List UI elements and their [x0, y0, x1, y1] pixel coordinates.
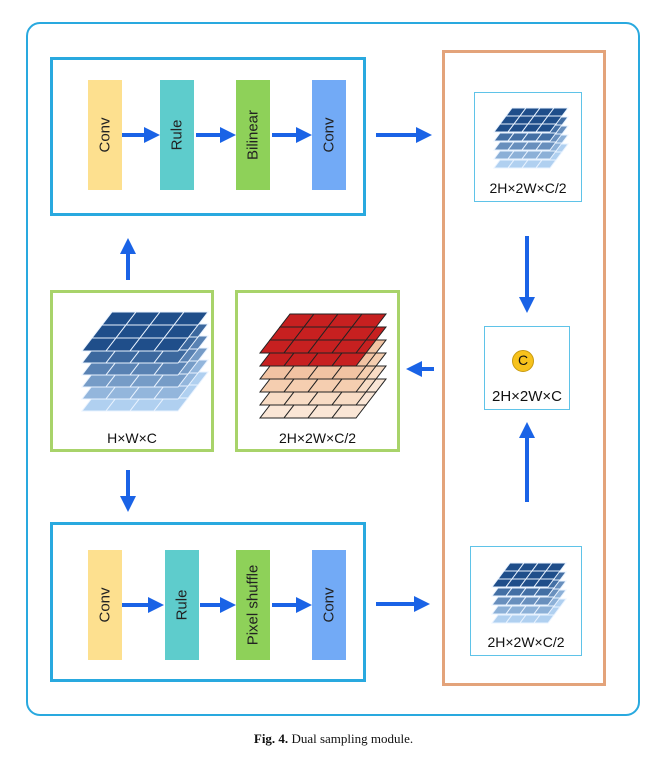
concat-circle	[512, 350, 534, 372]
bottom-pixel-shuffle-block: Pixel shuffle	[236, 550, 270, 660]
concat-symbol: C	[517, 352, 529, 368]
top-result-label: 2H×2W×C/2	[489, 180, 567, 196]
bottom-result-label: 2H×2W×C/2	[487, 634, 565, 650]
figure-caption: Fig. 4. Dual sampling module.	[0, 731, 667, 747]
bottom-conv-block: Conv	[88, 550, 122, 660]
bottom-result-graphic	[491, 562, 567, 624]
caption-text: Dual sampling module.	[288, 731, 414, 746]
top-conv-block: Conv	[88, 80, 122, 190]
output-tensor-label: 2H×2W×C/2	[278, 430, 357, 446]
bottom-conv2-block: Conv	[312, 550, 346, 660]
bottom-rule-block: Rule	[165, 550, 199, 660]
input-tensor-graphic	[80, 311, 210, 412]
top-rule-block: Rule	[160, 80, 194, 190]
concat-box	[484, 326, 570, 410]
top-conv2-block: Conv	[312, 80, 346, 190]
outer-frame	[26, 22, 640, 716]
top-result-graphic	[493, 107, 569, 169]
concat-label: 2H×2W×C	[491, 388, 563, 405]
top-bilinear-block: Bilinear	[236, 80, 270, 190]
output-tensor-graphic	[258, 313, 388, 419]
caption-prefix: Fig. 4.	[253, 731, 289, 746]
input-tensor-label: H×W×C	[107, 430, 157, 446]
